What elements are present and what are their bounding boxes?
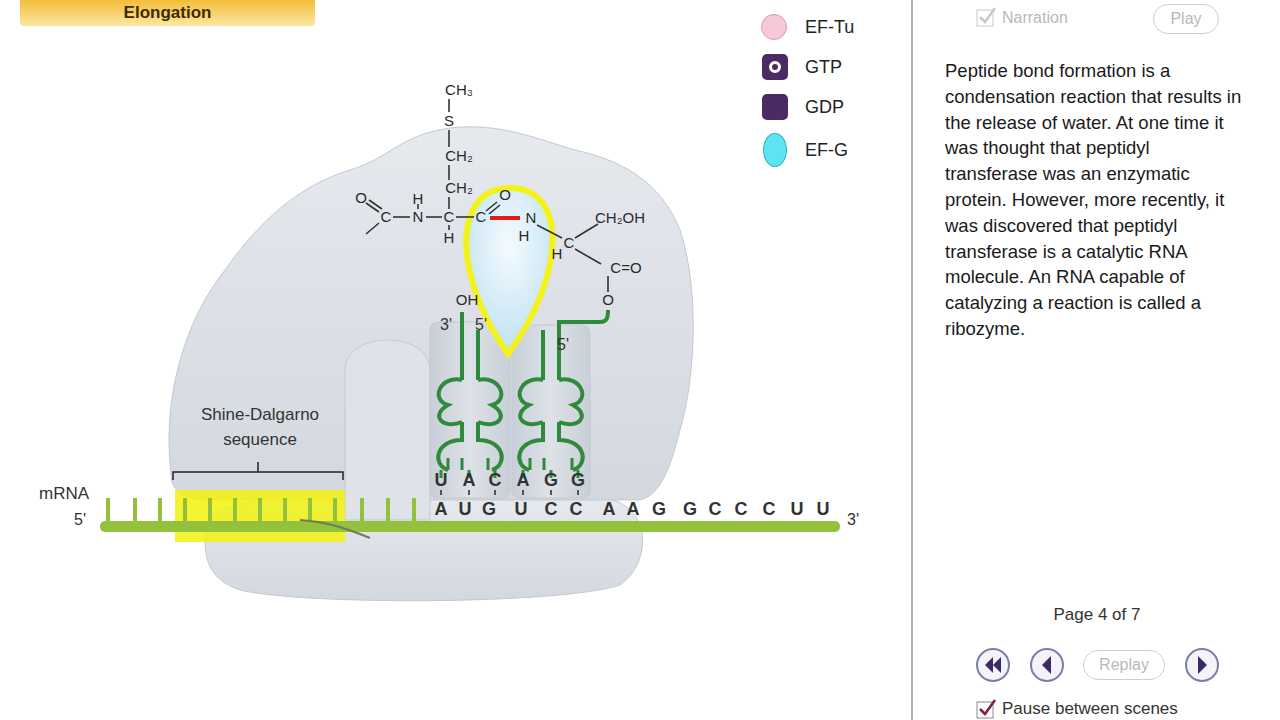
atom-label: O — [499, 187, 511, 204]
codon-base: G — [652, 500, 666, 520]
end-label: 3' — [440, 316, 452, 334]
end-label: 5' — [74, 511, 86, 529]
anticodon-base: G — [571, 471, 585, 491]
codon-base: U — [459, 500, 472, 520]
atom-label: C=O — [610, 260, 641, 277]
codon-base: A — [435, 500, 448, 520]
atom-label: CH₃ — [445, 82, 473, 99]
atom-label: N — [526, 210, 537, 227]
legend-label: EF-G — [805, 140, 848, 161]
anticodon-base: U — [435, 471, 448, 491]
atom-label: CH₂OH — [595, 210, 645, 227]
codon-base: U — [515, 500, 528, 520]
nav-buttons — [977, 649, 1218, 681]
atom-label: N — [413, 209, 424, 226]
atom-label: H — [519, 228, 530, 245]
end-label: 5' — [557, 336, 569, 354]
codon-base: U — [791, 500, 804, 520]
legend-label: GTP — [805, 57, 842, 78]
legend-swatch — [763, 133, 787, 167]
button-label: Play — [1170, 10, 1201, 28]
codon-base: G — [683, 500, 697, 520]
legend-label: GDP — [805, 97, 844, 118]
codon-base: U — [817, 500, 830, 520]
swatch-ring — [769, 61, 781, 73]
checkbox-label: Pause between scenes — [1002, 700, 1178, 719]
checkbox-label: Narration — [1002, 9, 1068, 27]
legend-swatch — [762, 54, 788, 80]
codon-base: C — [735, 500, 748, 520]
codon-base: C — [570, 500, 583, 520]
atom-label: S — [444, 113, 454, 130]
strand-name: mRNA — [39, 485, 89, 504]
atom-label: H — [444, 230, 455, 247]
play-button: Play — [1153, 4, 1219, 34]
atom-label: OH — [456, 292, 479, 309]
replay-button: Replay — [1083, 650, 1165, 680]
codon-base: G — [482, 500, 496, 520]
atom-label: CH₂ — [445, 180, 473, 197]
sequence-label: Shine-Dalgarno sequence — [173, 403, 348, 452]
atom-label: C — [444, 209, 455, 226]
button-label: Replay — [1099, 656, 1149, 674]
codon-base: C — [709, 500, 722, 520]
atom-label: C — [564, 235, 575, 252]
atom-label: C — [476, 209, 487, 226]
atom-label: H — [552, 246, 563, 263]
codon-base: C — [763, 500, 776, 520]
atom-label: H — [413, 191, 424, 208]
anticodon-base: A — [463, 471, 476, 491]
title-tab: Elongation — [20, 0, 315, 26]
codon-base: A — [603, 500, 616, 520]
codon-base: A — [627, 500, 640, 520]
page-indicator: Page 4 of 7 — [1054, 606, 1141, 625]
atom-label: O — [602, 292, 614, 309]
anticodon-base: C — [489, 471, 502, 491]
end-label: 3' — [847, 511, 859, 529]
anticodon-base: G — [544, 471, 558, 491]
atom-label: CH₂ — [445, 148, 473, 165]
atom-label: O — [355, 190, 367, 207]
narration-text: Peptide bond formation is a condensation… — [945, 58, 1245, 342]
legend-label: EF-Tu — [805, 17, 854, 38]
codon-base: C — [545, 500, 558, 520]
end-label: 5' — [475, 316, 487, 334]
legend-swatch — [761, 14, 787, 40]
button-label: Elongation — [124, 3, 212, 23]
legend-swatch — [762, 94, 788, 120]
atom-label: C — [381, 209, 392, 226]
anticodon-base: A — [517, 471, 530, 491]
